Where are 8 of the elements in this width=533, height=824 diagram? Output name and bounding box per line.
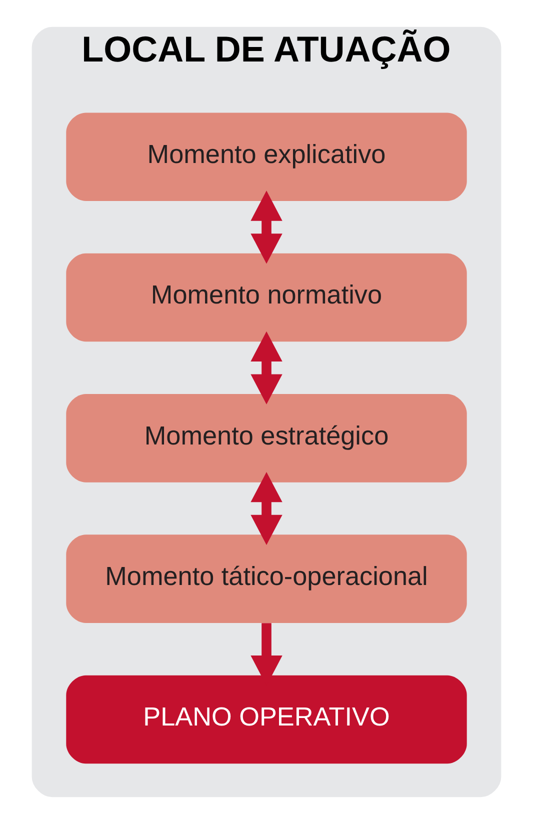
- node-box: Momento tático-operacional: [66, 534, 467, 623]
- node-box: Momento normativo: [66, 253, 467, 342]
- arrow: [250, 190, 282, 264]
- node-box: Momento explicativo: [66, 112, 467, 202]
- arrow: [250, 331, 282, 404]
- node-box: PLANO OPERATIVO: [66, 675, 467, 764]
- node-box: Momento estratégico: [66, 394, 467, 482]
- arrow: [250, 472, 282, 546]
